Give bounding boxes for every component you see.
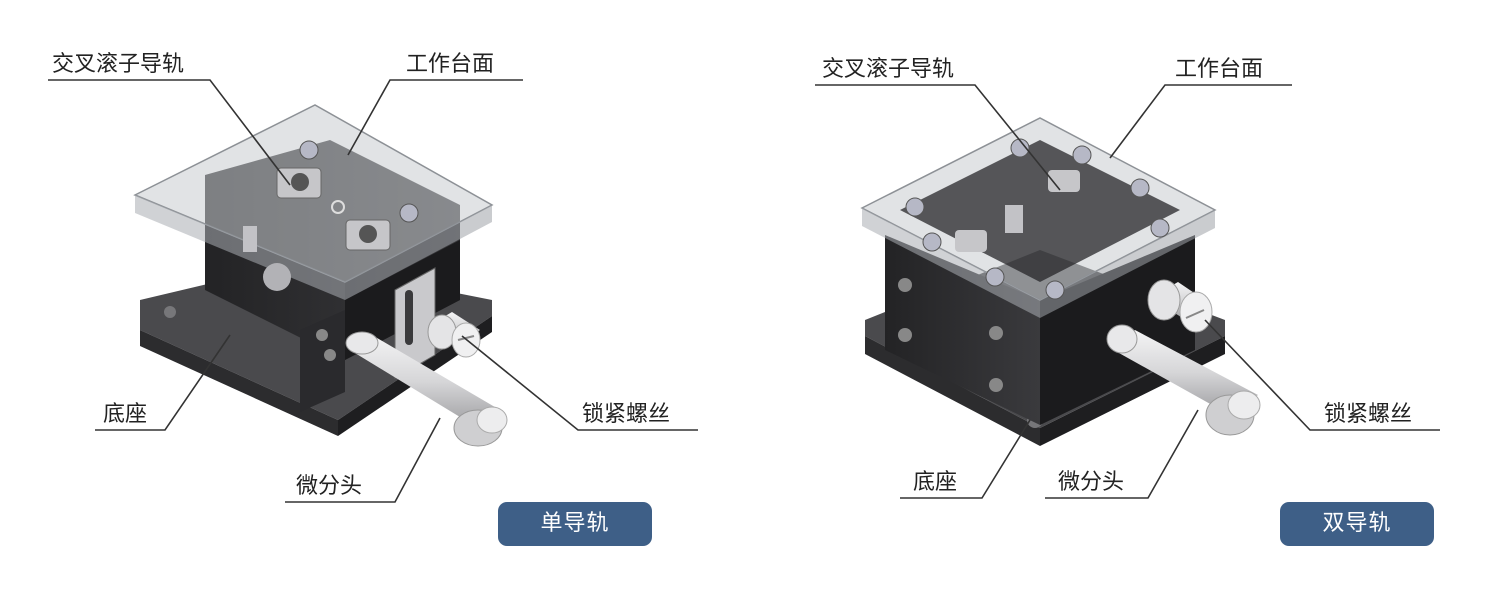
leader-left-cross-roller: [48, 79, 291, 186]
left-micrometer: [345, 331, 508, 447]
leader-left-micrometer: [285, 417, 441, 503]
leader-left-work-table: [347, 79, 523, 156]
leader-left-base: [95, 334, 231, 431]
badge-single-rail: 单导轨: [498, 502, 652, 546]
leader-right-lock-screw: [1204, 319, 1440, 431]
right-label-cross-roller-guide: 交叉滚子导轨: [822, 57, 955, 82]
single-rail-stage: [133, 104, 508, 447]
right-label-work-table: 工作台面: [1175, 57, 1264, 82]
leader-right-work-table: [1109, 84, 1292, 159]
right-label-locking-screw: 锁紧螺丝: [1324, 402, 1413, 427]
left-label-micrometer-head: 微分头: [296, 474, 363, 499]
left-label-work-table: 工作台面: [406, 52, 495, 77]
right-label-base: 底座: [913, 470, 958, 495]
right-micrometer: [1106, 324, 1261, 436]
left-label-base: 底座: [103, 402, 148, 427]
leader-left-lock-screw: [461, 335, 698, 431]
leader-right-cross-roller: [815, 84, 1061, 191]
leader-lines: [48, 79, 1440, 503]
leader-right-base: [900, 419, 1031, 499]
left-label-cross-roller-guide: 交叉滚子导轨: [52, 52, 185, 77]
right-body: [885, 235, 1040, 425]
badge-double-rail: 双导轨: [1280, 502, 1434, 546]
left-label-locking-screw: 锁紧螺丝: [582, 402, 671, 427]
right-lock-knob: [1147, 279, 1213, 333]
right-label-micrometer-head: 微分头: [1058, 470, 1125, 495]
double-rail-stage: [860, 117, 1261, 446]
leader-right-micrometer: [1045, 409, 1199, 499]
